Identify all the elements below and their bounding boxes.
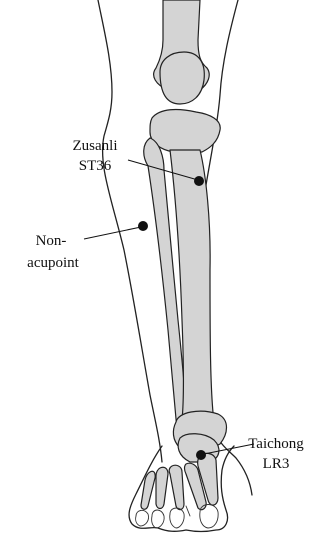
tibia-head: [150, 110, 220, 152]
non-acupoint-label-line2: acupoint: [27, 255, 79, 271]
non-acupoint-annotation: Non- acupoint: [27, 221, 148, 271]
non-acupoint-leader-line: [84, 227, 141, 239]
non-acupoint-point: [138, 221, 148, 231]
zusanli-label-name: Zusanli: [73, 138, 118, 154]
zusanli-point: [194, 176, 204, 186]
taichong-label-name: Taichong: [248, 436, 304, 452]
taichong-label-code: LR3: [263, 456, 290, 472]
non-acupoint-label-line1: Non-: [36, 233, 67, 249]
patella: [160, 52, 204, 104]
toes: [136, 505, 218, 529]
zusanli-label-code: ST36: [79, 158, 112, 174]
taichong-point: [196, 450, 206, 460]
